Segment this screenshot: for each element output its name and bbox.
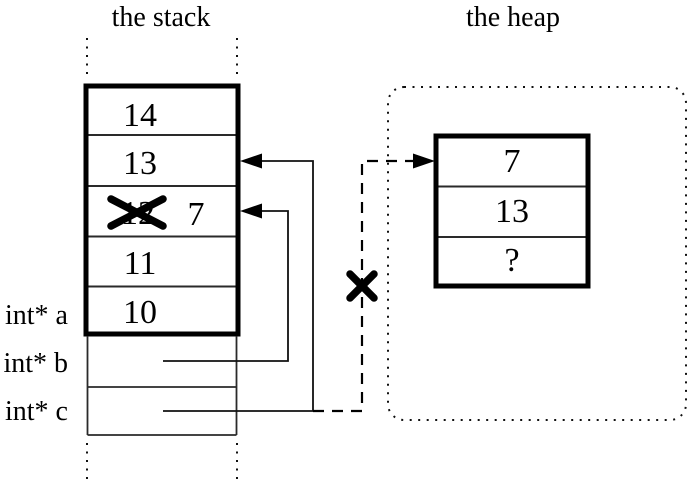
arrowhead-right-icon bbox=[413, 153, 435, 169]
stack-column-guides-bottom bbox=[86, 443, 238, 484]
cross-out-stroke-2 bbox=[107, 195, 167, 230]
stack-title: the stack bbox=[112, 2, 211, 33]
stack-cell-value-14: 14 bbox=[123, 97, 157, 134]
pointer-b-line bbox=[163, 210, 289, 362]
heap-region-outline bbox=[387, 86, 687, 421]
pointer-label-a: int* a bbox=[5, 300, 69, 331]
arrowhead-left-icon-c bbox=[240, 153, 262, 169]
stack-cell-dividers bbox=[88, 134, 236, 288]
pointer-label-c: int* c bbox=[5, 396, 68, 427]
stack-column-guides-top bbox=[86, 38, 238, 79]
stack-cell-new-value-7: 7 bbox=[188, 196, 205, 233]
pointer-label-b: int* b bbox=[3, 348, 68, 379]
stack-frame-box bbox=[83, 83, 241, 337]
stack-cell-value-13: 13 bbox=[123, 145, 157, 182]
stack-pointer-slot-rows bbox=[86, 336, 238, 436]
heap-title: the heap bbox=[466, 2, 560, 33]
heap-block-box bbox=[433, 133, 591, 289]
heap-cell-value-q: ? bbox=[504, 242, 519, 279]
dangling-pointer-x-icon bbox=[346, 270, 378, 302]
pointer-c-line bbox=[163, 160, 314, 412]
heap-cell-value-7: 7 bbox=[504, 143, 521, 180]
heap-cell-dividers bbox=[438, 185, 586, 238]
cross-out-x-icon bbox=[107, 195, 167, 230]
stack-cell-value-11: 11 bbox=[124, 245, 157, 282]
dangling-x-stroke-2 bbox=[346, 270, 378, 302]
arrowhead-left-icon-b bbox=[240, 203, 262, 219]
stack-cell-value-10: 10 bbox=[123, 294, 157, 331]
heap-cell-value-13: 13 bbox=[495, 193, 529, 230]
